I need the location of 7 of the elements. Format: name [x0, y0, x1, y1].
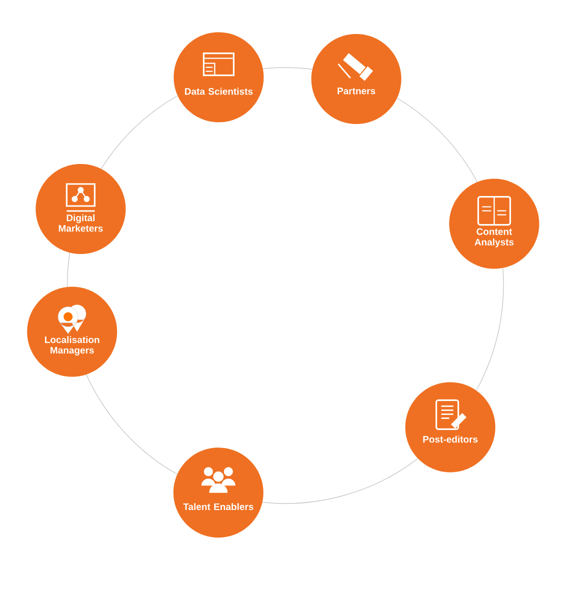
ring-arc: [100, 95, 178, 170]
ring-arc: [476, 268, 504, 391]
ring-arc: [262, 458, 418, 504]
ring-arc: [86, 374, 178, 475]
ring-arc: [262, 67, 314, 70]
ring-arc: [396, 98, 478, 182]
ring-arc: [67, 252, 70, 288]
